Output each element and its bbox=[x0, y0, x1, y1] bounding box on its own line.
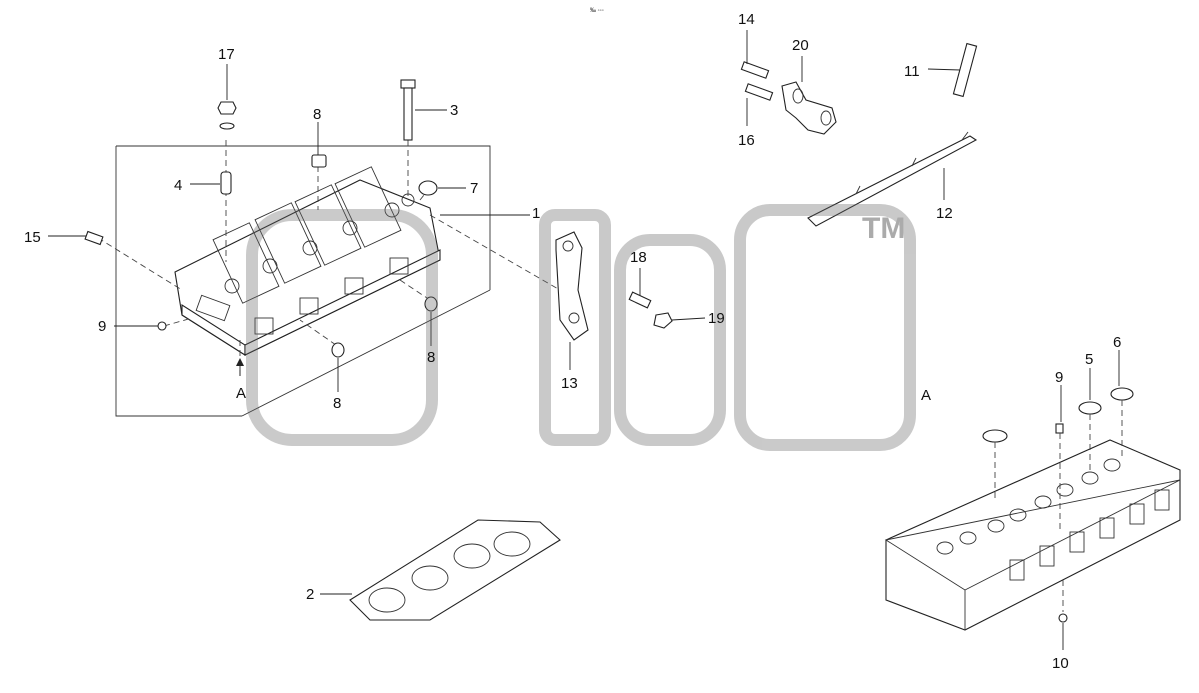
label-20: 20 bbox=[792, 37, 809, 54]
label-view-a-left: A bbox=[236, 385, 246, 402]
label-13: 13 bbox=[561, 375, 578, 392]
label-1: 1 bbox=[532, 205, 540, 222]
label-8b: 8 bbox=[427, 349, 435, 366]
view-a-cylinder-head bbox=[884, 350, 1181, 650]
mount-bracket-group bbox=[740, 30, 837, 135]
label-8a: 8 bbox=[313, 106, 321, 123]
label-7: 7 bbox=[470, 180, 478, 197]
label-8c: 8 bbox=[333, 395, 341, 412]
stud-and-nut bbox=[628, 268, 706, 329]
callout-labels: 17 3 8 4 7 1 15 9 8 A 8 13 18 19 14 20 1… bbox=[24, 11, 1121, 672]
lifting-bracket bbox=[555, 231, 589, 370]
head-gasket bbox=[320, 519, 561, 621]
cylinder-head-assembly bbox=[84, 79, 561, 417]
label-12: 12 bbox=[936, 205, 953, 222]
label-9b: 9 bbox=[1055, 369, 1063, 386]
label-10: 10 bbox=[1052, 655, 1069, 672]
label-18: 18 bbox=[630, 249, 647, 266]
label-9a: 9 bbox=[98, 318, 106, 335]
label-5: 5 bbox=[1085, 351, 1093, 368]
label-16: 16 bbox=[738, 132, 755, 149]
label-17: 17 bbox=[218, 46, 235, 63]
glow-plug bbox=[927, 42, 978, 98]
connector-plate bbox=[807, 131, 978, 227]
tiny-mark: ‰ ◦◦◦ bbox=[590, 8, 604, 14]
label-view-a-right: A bbox=[921, 387, 931, 404]
label-6: 6 bbox=[1113, 334, 1121, 351]
label-3: 3 bbox=[450, 102, 458, 119]
label-4: 4 bbox=[174, 177, 182, 194]
label-11: 11 bbox=[904, 63, 920, 80]
label-19: 19 bbox=[708, 310, 725, 327]
watermark-logo: TM bbox=[246, 204, 916, 451]
label-14: 14 bbox=[738, 11, 755, 28]
label-15: 15 bbox=[24, 229, 41, 246]
label-2: 2 bbox=[306, 586, 314, 603]
leader-lines bbox=[48, 64, 466, 392]
watermark-tm: TM bbox=[862, 212, 905, 245]
